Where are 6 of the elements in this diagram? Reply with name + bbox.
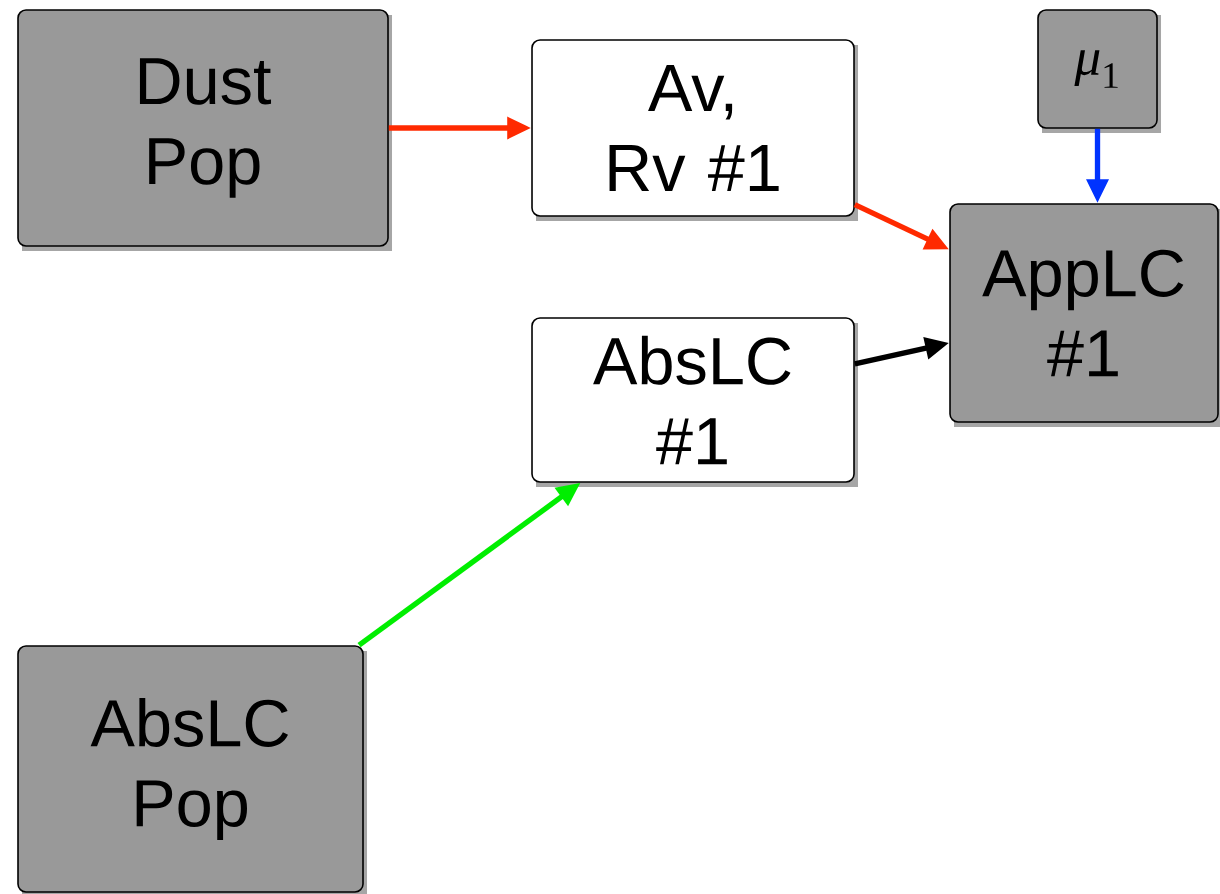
process-box: Av, Rv #1 <box>531 39 858 221</box>
process-box: AppLC #1 <box>949 203 1220 427</box>
process-box: μ$_{1}$ <box>1037 9 1161 133</box>
process-box: AbsLC #1 <box>531 317 858 487</box>
process-box: Dust Pop <box>17 9 392 251</box>
process-box: AbsLC Pop <box>17 645 367 894</box>
